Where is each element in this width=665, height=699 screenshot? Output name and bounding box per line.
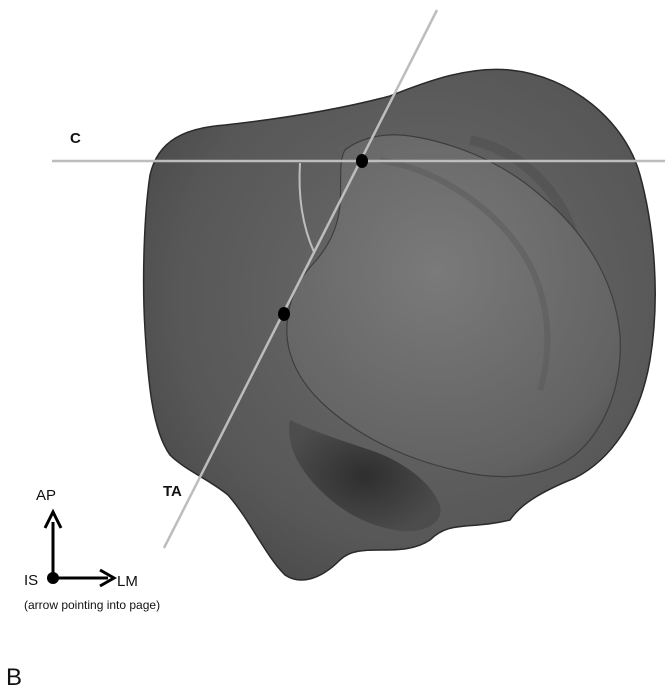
talar-axis-label: TA (163, 483, 182, 500)
orientation-note: (arrow pointing into page) (24, 598, 160, 612)
lower-landmark-dot (278, 307, 290, 321)
upper-landmark-dot (356, 154, 368, 168)
ap-direction-label: AP (36, 487, 56, 504)
is-direction-label: IS (24, 572, 38, 589)
coronal-axis-label: C (70, 130, 81, 147)
panel-label: B (6, 664, 22, 692)
lm-direction-label: LM (117, 573, 138, 590)
is-arrow-dot (47, 572, 59, 584)
